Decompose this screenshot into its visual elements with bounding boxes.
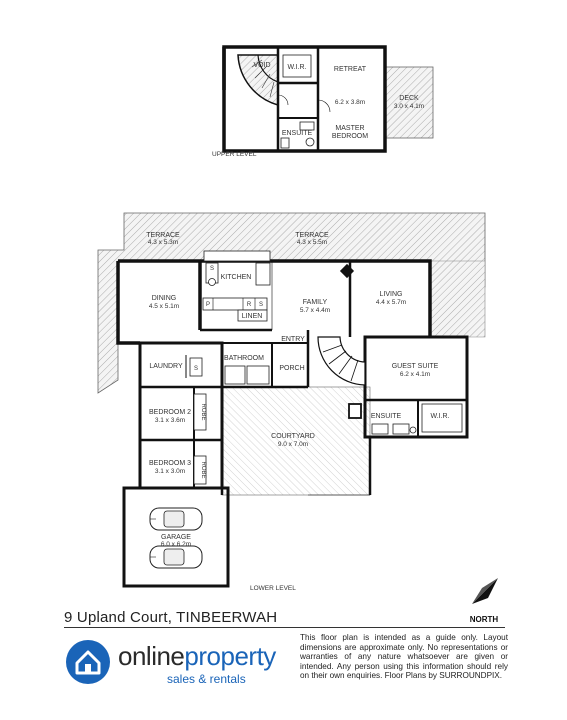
room-label-linen: LINEN <box>242 313 263 320</box>
fixture-letter-s: S <box>259 302 263 308</box>
lower-level-label: LOWER LEVEL <box>250 585 296 592</box>
house-icon <box>66 640 110 684</box>
floor-plan: VOID W.I.R. RETREAT 6.2 x 3.8m MASTER BE… <box>97 45 486 592</box>
north-arrow-icon: NORTH <box>470 578 499 624</box>
fixture-letter-s-kitchen: S <box>210 266 214 272</box>
room-label-courtyard: COURTYARD <box>271 433 315 440</box>
room-label-living: LIVING <box>380 291 403 298</box>
guest-fireplace <box>348 403 362 419</box>
room-label-family: FAMILY <box>303 299 328 306</box>
room-label-ensuite-lower: ENSUITE <box>371 413 402 420</box>
brand-logo: onlineproperty sales & rentals <box>64 636 276 696</box>
room-dims-dining: 4.5 x 5.1m <box>149 303 179 310</box>
fixture-letter-r: R <box>247 302 252 308</box>
room-dims-living: 4.4 x 5.7m <box>376 299 406 306</box>
room-label-master-line2: BEDROOM <box>332 133 368 140</box>
room-dims-master: 6.2 x 3.8m <box>335 99 365 106</box>
room-label-terrace-1: TERRACE <box>146 232 180 239</box>
car-icon-1 <box>149 507 203 531</box>
upper-level-plan: VOID W.I.R. RETREAT 6.2 x 3.8m MASTER BE… <box>212 45 434 158</box>
room-label-bathroom: BATHROOM <box>224 355 264 362</box>
room-label-wir: W.I.R. <box>287 64 306 71</box>
side-terrace-right <box>429 260 486 338</box>
logo-wordmark: onlineproperty <box>118 641 276 671</box>
north-label: NORTH <box>470 615 499 624</box>
room-label-dining: DINING <box>152 295 177 302</box>
room-label-terrace-2: TERRACE <box>295 232 329 239</box>
room-label-master-line1: MASTER <box>335 125 364 132</box>
disclaimer-text: This floor plan is intended as a guide o… <box>300 633 508 681</box>
room-dims-bedroom-2: 3.1 x 3.6m <box>155 417 185 424</box>
divider <box>64 627 505 628</box>
room-label-kitchen: KITCHEN <box>221 274 252 281</box>
room-label-laundry: LAUNDRY <box>149 363 183 370</box>
room-label-robe-2: ROBE <box>200 461 206 478</box>
fixture-letter-s-laundry: S <box>194 366 198 372</box>
room-dims-guest-suite: 6.2 x 4.1m <box>400 371 430 378</box>
fireplace <box>339 263 355 279</box>
logo-tagline: sales & rentals <box>167 672 246 686</box>
room-dims-deck: 3.0 x 4.1m <box>394 103 424 110</box>
property-address: 9 Upland Court, TINBEERWAH <box>64 609 278 626</box>
room-label-robe-1: ROBE <box>200 403 206 420</box>
deck-area <box>384 66 434 139</box>
room-label-garage: GARAGE <box>161 534 191 541</box>
room-label-entry: ENTRY <box>281 336 305 343</box>
room-label-ensuite-upper: ENSUITE <box>282 130 313 137</box>
room-label-deck: DECK <box>399 95 419 102</box>
room-label-porch: PORCH <box>279 365 304 372</box>
room-label-void: VOID <box>253 62 270 69</box>
room-label-bedroom-3: BEDROOM 3 <box>149 460 191 467</box>
courtyard-area <box>221 386 371 496</box>
upper-stair <box>237 54 279 106</box>
room-label-guest-suite: GUEST SUITE <box>392 363 439 370</box>
room-dims-terrace-1: 4.3 x 5.3m <box>148 239 178 246</box>
lower-level-plan: P R S S S TERRACE 4.3 x 5.3m TERRACE 4 <box>97 212 486 592</box>
room-label-retreat: RETREAT <box>334 66 367 73</box>
car-icon-2 <box>149 545 203 569</box>
room-dims-terrace-2: 4.3 x 5.5m <box>297 239 327 246</box>
room-dims-family: 5.7 x 4.4m <box>300 307 330 314</box>
room-label-wir-lower: W.I.R. <box>430 413 449 420</box>
room-dims-garage: 6.0 x 6.2m <box>161 541 191 548</box>
room-label-bedroom-2: BEDROOM 2 <box>149 409 191 416</box>
room-dims-bedroom-3: 3.1 x 3.0m <box>155 468 185 475</box>
fixture-letter-p: P <box>206 302 210 308</box>
upper-level-label: UPPER LEVEL <box>212 151 257 158</box>
room-dims-courtyard: 9.0 x 7.0m <box>278 441 308 448</box>
